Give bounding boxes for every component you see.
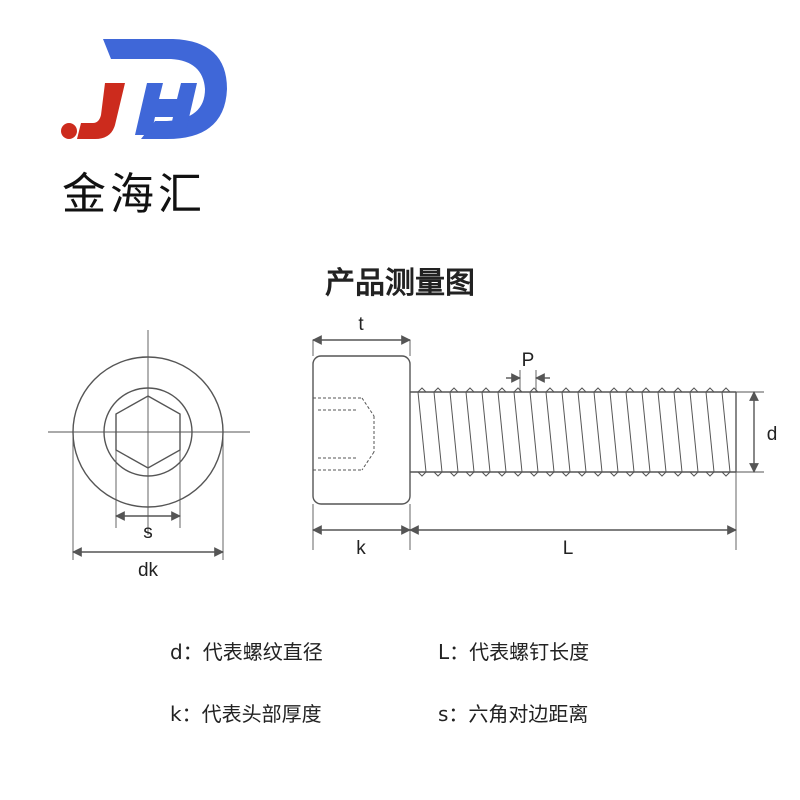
thread-line [513, 391, 523, 473]
thread-crest [705, 387, 715, 477]
legend-key: L [438, 640, 450, 664]
thread-crest [529, 387, 539, 477]
thread-crest [577, 387, 587, 477]
legend-key: s [438, 702, 449, 726]
thread-line [641, 391, 651, 473]
thread-line [625, 391, 635, 473]
screw-measurement-diagram: s dk [48, 314, 778, 581]
screw-head [312, 355, 411, 505]
label-t: t [358, 314, 364, 335]
thread-line [593, 391, 603, 473]
thread-crest [625, 387, 635, 477]
brand-name: 金海汇 [62, 169, 206, 220]
logo-dot [61, 123, 77, 139]
thread-crest [497, 387, 507, 477]
logo-j-shape [77, 83, 125, 139]
legend-item-k: k：代表头部厚度 [170, 702, 322, 726]
thread-line [577, 391, 587, 473]
legend-text: 六角对边距离 [468, 702, 589, 726]
socket-hidden-lines [313, 397, 375, 471]
legend-text: 代表头部厚度 [201, 702, 322, 726]
thread-lines [417, 387, 731, 477]
label-dk: dk [138, 560, 159, 581]
thread-line [545, 391, 555, 473]
thread-line [433, 391, 443, 473]
thread-line [449, 391, 459, 473]
label-l: L [563, 538, 574, 559]
thread-crest [657, 387, 667, 477]
thread-crest [641, 387, 651, 477]
legend-key: d [170, 640, 183, 664]
thread-line [657, 391, 667, 473]
thread-line [497, 391, 507, 473]
legend-item-s: s：六角对边距离 [438, 702, 589, 726]
legend-text: 代表螺纹直径 [202, 640, 323, 664]
thread-crest [593, 387, 603, 477]
thread-crest [481, 387, 491, 477]
thread-line [417, 391, 427, 473]
thread-line [529, 391, 539, 473]
legend-text: 代表螺钉长度 [469, 640, 590, 664]
thread-crest [609, 387, 619, 477]
logo-h-shape [135, 83, 197, 135]
legend-item-d: d：代表螺纹直径 [170, 640, 323, 664]
thread-line [481, 391, 491, 473]
hex-socket [115, 395, 181, 469]
label-p: P [522, 350, 535, 371]
thread-crest [417, 387, 427, 477]
thread-crest [673, 387, 683, 477]
thread-line [609, 391, 619, 473]
logo-d-shape [103, 39, 227, 139]
thread-line [705, 391, 715, 473]
label-s: s [143, 522, 153, 543]
head-top-view [48, 330, 250, 560]
thread-crest [689, 387, 699, 477]
thread-line [561, 391, 571, 473]
label-k: k [356, 538, 366, 559]
screw-side-view [312, 335, 764, 550]
thread-crest [721, 387, 731, 477]
thread-crest [449, 387, 459, 477]
jh-logo [61, 39, 227, 139]
head-inner-circle [103, 387, 193, 477]
legend-item-l: L：代表螺钉长度 [438, 640, 590, 664]
thread-line [465, 391, 475, 473]
thread-line [689, 391, 699, 473]
thread-line [673, 391, 683, 473]
page-title: 产品测量图 [325, 266, 475, 301]
thread-crest [561, 387, 571, 477]
thread-line [721, 391, 731, 473]
legend-key: k [170, 702, 182, 726]
thread-crest [465, 387, 475, 477]
label-d: d [767, 424, 778, 445]
thread-crest [513, 387, 523, 477]
thread-crest [545, 387, 555, 477]
thread-crest [433, 387, 443, 477]
